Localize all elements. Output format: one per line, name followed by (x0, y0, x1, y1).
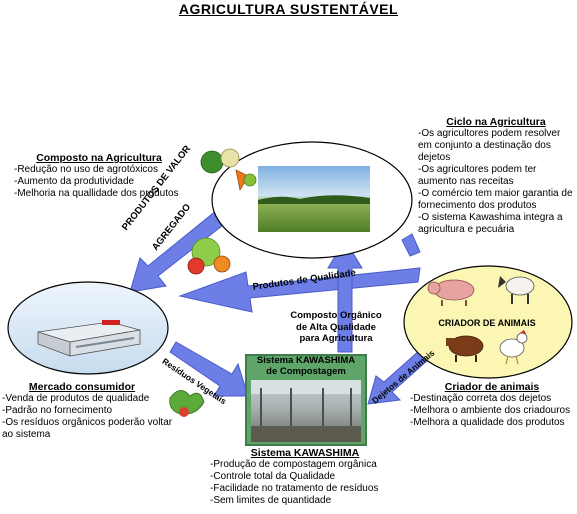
facility-icon (251, 380, 361, 442)
criador-animais-heading: Criador de animais (444, 381, 540, 393)
sistema-kawashima-item: -Controle total da Qualidade (210, 471, 336, 482)
ciclo-agricultura-heading: Ciclo na Agricultura (446, 116, 546, 128)
criador-animais-item: -Melhora a qualidade dos produtos (410, 417, 565, 428)
composto-agricultura-block: Composto na Agricultura -Redução no uso … (14, 152, 204, 200)
page-title: AGRICULTURA SUSTENTÁVEL (178, 1, 399, 17)
ciclo-agricultura-item: -Os agricultores podem resolver em conju… (418, 128, 561, 163)
goat-icon (498, 276, 535, 304)
mercado-consumidor-item: -Padrão no fornecimento (2, 405, 113, 416)
composto-organico-line1: Composto Orgânico (290, 310, 382, 321)
ciclo-agricultura-item: -O comércio tem maior garantia de fornec… (418, 188, 573, 211)
composting-facility-photo (251, 380, 361, 442)
supermarket-icon (37, 320, 141, 357)
animal-ellipse-label: CRIADOR DE ANIMAIS (438, 318, 536, 328)
composto-agricultura-item: -Aumento da produtividade (14, 176, 135, 187)
arrow-composto-organico (327, 239, 363, 353)
kawashima-box-line2: de Compostagem (266, 366, 346, 377)
pig-icon (427, 279, 475, 306)
farm-field-icon (258, 166, 370, 232)
composto-organico-line2: de Alta Qualidade (296, 321, 376, 333)
sistema-kawashima-heading: Sistema KAWASHIMA (250, 447, 360, 459)
mercado-consumidor-item: -Venda de produtos de qualidade (2, 393, 150, 404)
mercado-consumidor-block: Mercado consumidor -Venda de produtos de… (2, 381, 174, 441)
composto-agricultura-item: -Redução no uso de agrotóxicos (14, 164, 158, 175)
criador-animais-item: -Destinação correta dos dejetos (410, 393, 552, 404)
vegetables-bunch-icon (187, 237, 231, 275)
arrow-farm-animais (401, 233, 421, 257)
mercado-consumidor-heading: Mercado consumidor (28, 381, 136, 393)
ciclo-agricultura-item: -O sistema Kawashima integra a agricultu… (418, 212, 563, 235)
composto-agricultura-item: -Melhoria na quallidade dos produtos (14, 188, 179, 199)
ciclo-agricultura-item: -Os agricultores podem ter aumento nas r… (418, 164, 537, 187)
sistema-kawashima-item: -Produção de compostagem orgânica (210, 459, 377, 470)
mercado-consumidor-item: -Os resíduos orgânicos poderão voltar ao… (2, 417, 173, 440)
sistema-kawashima-item: -Sem limites de quantidade (210, 495, 332, 506)
arrow-produtos-qualidade (178, 267, 421, 313)
vegetables-icon (200, 148, 257, 192)
lettuce-icon (169, 390, 205, 417)
composto-organico-label: Composto Orgânico de Alta Qualidade para… (276, 310, 396, 345)
sistema-kawashima-item: -Facilidade no tratamento de resíduos (210, 483, 379, 494)
kawashima-box-line1: Sistema KAWASHIMA (256, 355, 356, 366)
composto-agricultura-heading: Composto na Agricultura (36, 152, 162, 164)
kawashima-box-label: Sistema KAWASHIMA de Compostagem (249, 355, 363, 377)
ciclo-agricultura-block: Ciclo na Agricultura -Os agricultores po… (418, 116, 574, 236)
cow-icon (446, 335, 484, 362)
arrow-dejetos-animais (367, 349, 429, 405)
arrow-residuos-vegetais (169, 341, 249, 397)
composto-organico-line3: para Agricultura (299, 333, 373, 344)
criador-animais-item: -Melhora o ambiente dos criadouros (410, 405, 571, 416)
chicken-icon (499, 330, 528, 365)
arrow-produtos-valor (129, 205, 233, 293)
sistema-kawashima-block: Sistema KAWASHIMA -Produção de compostag… (210, 447, 410, 507)
criador-animais-block: Criador de animais -Destinação correta d… (410, 381, 574, 429)
